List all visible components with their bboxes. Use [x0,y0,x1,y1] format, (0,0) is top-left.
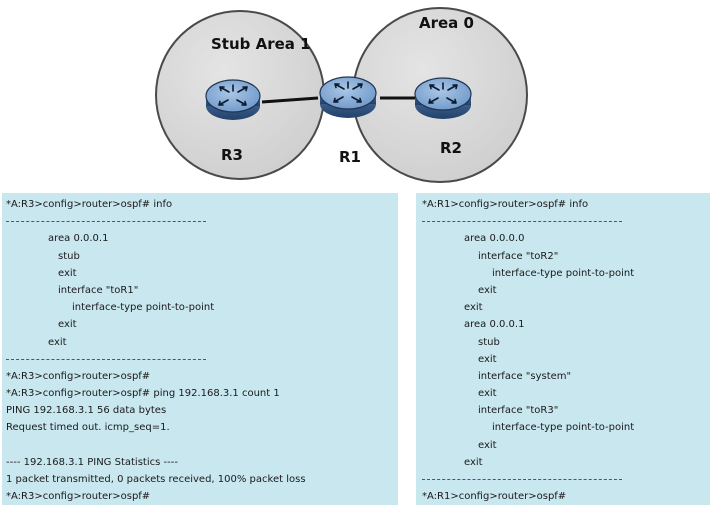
terminal-line: *A:R3>config>router>ospf# [6,370,151,382]
terminal-line: exit [478,353,497,365]
terminal-line: exit [478,284,497,296]
terminal-separator [6,213,398,230]
terminal-line: interface-type point-to-point [492,422,635,434]
terminal-line: 1 packet transmitted, 0 packets received… [6,474,306,485]
terminal-line: interface-type point-to-point [492,267,635,279]
terminal-line: exit [58,267,77,279]
router-r2-icon [414,77,472,119]
terminal-line [6,437,398,454]
terminal-line: ---- 192.168.3.1 PING Statistics ---- [6,456,178,468]
r1-terminal-panel: *A:R1>config>router>ospf# info area 0.0.0… [416,193,710,505]
terminal-line: PING 192.168.3.1 56 data bytes [6,405,167,417]
terminal-line: interface "toR2" [478,250,559,262]
terminal-line: area 0.0.0.1 [48,233,109,245]
r3-terminal-panel: *A:R3>config>router>ospf# info area 0.0.0… [2,193,398,505]
router-r3-label: R3 [221,146,243,164]
terminal-line: exit [478,439,497,451]
terminal-line: exit [48,336,67,348]
router-r3-icon [205,79,261,120]
terminal-line: *A:R1>config>router>ospf# [422,491,567,503]
terminal-separator [422,471,710,488]
terminal-line: exit [464,456,483,468]
terminal-line: exit [58,319,77,331]
terminal-line: exit [464,302,483,314]
area-0-label: Area 0 [419,14,474,32]
router-r1-label: R1 [339,148,361,166]
terminal-line: interface "toR3" [478,405,559,417]
terminal-separator [6,351,398,368]
terminal-line: interface "system" [478,370,572,382]
router-r1-icon [319,76,377,118]
stub-area-1-label: Stub Area 1 [211,35,311,53]
terminal-line: interface "toR1" [58,284,139,296]
router-r2-label: R2 [440,139,462,157]
terminal-line: *A:R1>config>router>ospf# info [422,199,589,210]
terminal-line: *A:R3>config>router>ospf# ping 192.168.3… [6,388,280,400]
terminal-line: Request timed out. icmp_seq=1. [6,422,170,434]
terminal-line: interface-type point-to-point [72,302,215,314]
terminal-line: *A:R3>config>router>ospf# [6,491,151,503]
terminal-separator [422,213,710,230]
terminal-line: area 0.0.0.0 [464,233,525,245]
terminal-line: *A:R3>config>router>ospf# info [6,199,173,210]
terminal-line: exit [478,388,497,400]
terminal-line: stub [58,250,80,262]
terminal-line: stub [478,336,500,348]
terminal-line: area 0.0.0.1 [464,319,525,331]
ospf-topology-diagram: Stub Area 1 Area 0 R3 R1 R2 [155,7,528,183]
link-r3-r1 [261,96,319,104]
